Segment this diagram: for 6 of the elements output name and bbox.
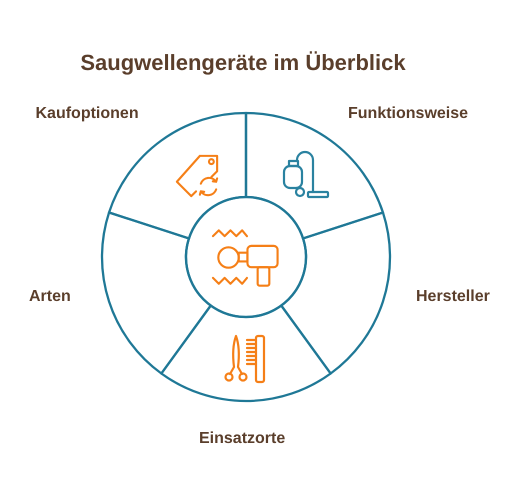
segment-label: Funktionsweise bbox=[348, 104, 468, 122]
segment-label: Arten bbox=[29, 286, 71, 306]
segment-label: Kaufoptionen bbox=[36, 104, 139, 122]
diagram-title: Saugwellengeräte im Überblick bbox=[80, 50, 406, 76]
segment-label: Hersteller bbox=[416, 286, 490, 306]
segment-label: Einsatzorte bbox=[199, 428, 286, 448]
